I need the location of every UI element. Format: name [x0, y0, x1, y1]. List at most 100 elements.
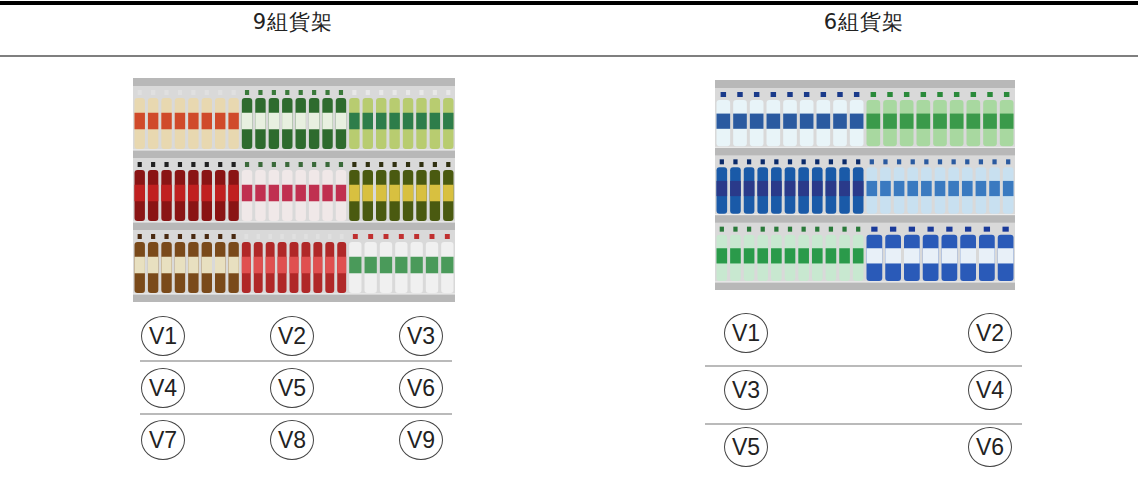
bottle-cap	[992, 159, 996, 164]
bottle	[376, 98, 386, 149]
bottle	[202, 98, 212, 149]
bottle-label	[242, 113, 252, 130]
bottle-cap	[164, 90, 168, 95]
circle-label: V1	[141, 316, 185, 356]
bottle-cap	[218, 162, 222, 167]
bottle	[296, 98, 306, 149]
bottle-cap	[178, 162, 182, 167]
bottle-cap	[854, 92, 859, 97]
bottle-cap	[856, 159, 860, 164]
bottle-label	[242, 185, 252, 202]
bottle-label	[349, 185, 359, 202]
shelf-position-label: V2	[278, 325, 306, 348]
bottle	[313, 242, 322, 293]
bottle	[883, 100, 897, 146]
bottle-cap	[829, 227, 833, 232]
bottle-cap	[138, 162, 142, 167]
bottle	[255, 170, 265, 221]
shelf-position-label: V1	[149, 325, 177, 348]
bottle-label	[917, 114, 931, 129]
bottle	[282, 170, 292, 221]
bottle-cap	[979, 159, 983, 164]
bottle	[923, 235, 939, 281]
bottle-label	[867, 114, 881, 129]
bottle-cap	[280, 234, 284, 239]
bottle	[826, 167, 837, 213]
bottle-cap	[938, 159, 942, 164]
circle-label: V7	[141, 420, 185, 460]
shelf-position-label: V9	[407, 429, 435, 452]
bottle-cap	[802, 227, 806, 232]
bottle	[363, 170, 373, 221]
bottle-label	[135, 113, 145, 130]
bottle-cap	[366, 90, 370, 95]
bottle	[296, 170, 306, 221]
circle-label: V5	[270, 368, 314, 408]
bottle-label	[933, 114, 947, 129]
bottle-label	[785, 248, 796, 263]
bottle	[785, 167, 796, 213]
bottle-cap	[802, 159, 806, 164]
bottle	[894, 167, 905, 213]
bottle-cap	[871, 227, 877, 232]
bottle	[730, 235, 741, 281]
bottle-cap	[232, 90, 236, 95]
bottle-label	[962, 181, 973, 196]
bottle-label	[942, 248, 958, 263]
bottle	[188, 170, 198, 221]
bottle	[744, 235, 755, 281]
shelf-position-label: V4	[149, 377, 177, 400]
bottle-cap	[399, 234, 404, 239]
bottle-label	[242, 257, 251, 274]
bottle-label	[717, 181, 728, 196]
bottle-label	[717, 248, 728, 263]
bottle-cap	[245, 234, 249, 239]
bottle	[148, 242, 158, 293]
bottle-cap	[924, 159, 928, 164]
bottle-label	[817, 114, 831, 129]
shelf-board	[715, 282, 1015, 290]
bottle-label	[826, 248, 837, 263]
bottle-cap	[191, 234, 195, 239]
circle-label: V4	[141, 368, 185, 408]
bottle	[812, 167, 823, 213]
bottle-cap	[325, 90, 329, 95]
shelf-position-label: V5	[732, 436, 760, 459]
bottle	[135, 242, 145, 293]
bottle-cap	[984, 227, 990, 232]
bottle	[380, 242, 392, 293]
bottle-cap	[414, 234, 419, 239]
bottle-label	[998, 248, 1014, 263]
bottle-label	[389, 113, 399, 130]
bottle-cap	[312, 162, 316, 167]
bottle-label	[336, 185, 346, 202]
bottle-label	[812, 248, 823, 263]
bottle	[867, 235, 883, 281]
bottle-label	[867, 181, 878, 196]
bottle-cap	[433, 162, 437, 167]
bottle-cap	[1004, 92, 1009, 97]
circle-label: V4	[968, 370, 1012, 410]
bottle	[135, 98, 145, 149]
bottle-label	[376, 113, 386, 130]
bottle-cap	[304, 234, 308, 239]
shelf-board	[133, 78, 455, 86]
bottle-cap	[761, 227, 765, 232]
bottle-cap	[720, 227, 724, 232]
bottle	[935, 167, 946, 213]
bottle-label	[296, 113, 306, 130]
bottle	[942, 235, 958, 281]
bottle-label	[322, 185, 332, 202]
bottle	[989, 167, 1000, 213]
bottle-cap	[965, 227, 971, 232]
bottle-cap	[952, 159, 956, 164]
circle-label: V6	[399, 368, 443, 408]
bottle-label	[839, 181, 850, 196]
bottle-cap	[164, 162, 168, 167]
bottle-cap	[325, 162, 329, 167]
bottle-label	[867, 248, 883, 263]
bottle-label	[255, 185, 265, 202]
shelf-position-label: V8	[278, 429, 306, 452]
bottle-cap	[232, 234, 236, 239]
bottle-cap	[299, 90, 303, 95]
